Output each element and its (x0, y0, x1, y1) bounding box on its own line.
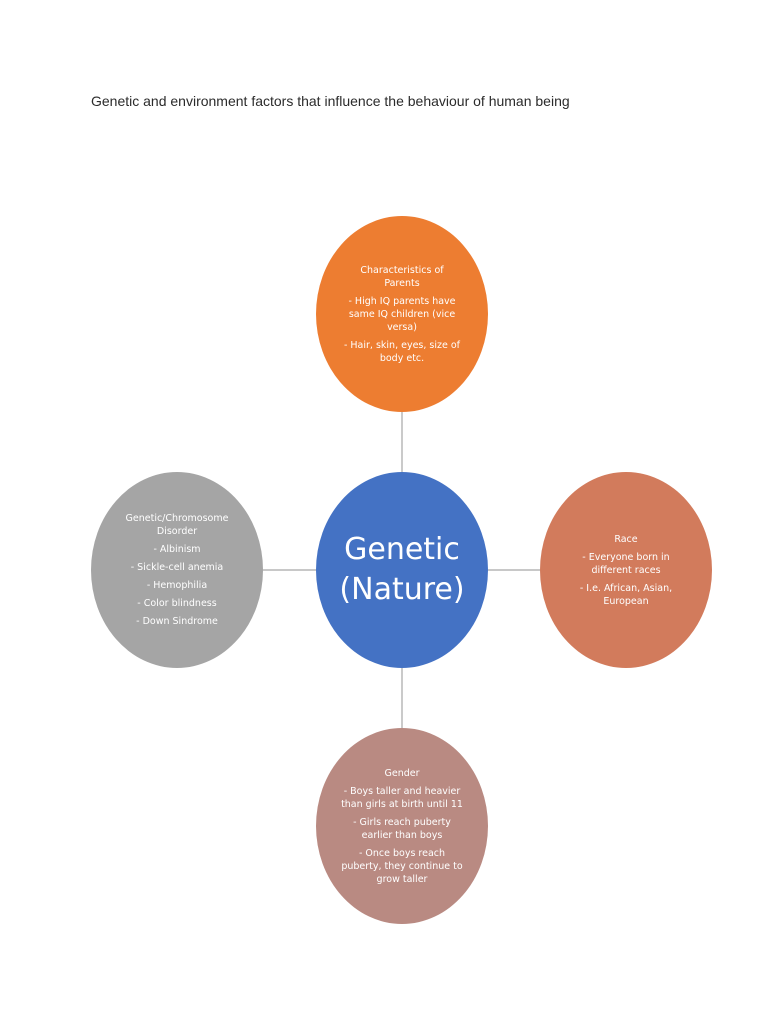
node-item: - Hemophilia (146, 580, 208, 591)
node-gender[interactable]: Gender - Boys taller and heavier than gi… (316, 728, 488, 924)
node-race[interactable]: Race - Everyone born in different races … (540, 472, 712, 668)
node-item: - Down Sindrome (136, 616, 218, 627)
node-item: - I.e. African, Asian, European (579, 582, 673, 607)
node-heading: Genetic/Chromosome Disorder (125, 513, 229, 537)
node-center-genetic-nature[interactable]: Genetic (Nature) (316, 472, 488, 668)
center-label-line2: (Nature) (339, 572, 465, 607)
node-heading: Gender (384, 767, 420, 779)
center-label-line1: Genetic (344, 532, 460, 567)
node-heading: Race (614, 533, 638, 545)
node-item: - Everyone born in different races (582, 551, 670, 576)
node-genetic-chromosome-disorder[interactable]: Genetic/Chromosome Disorder - Albinism -… (91, 472, 263, 668)
node-heading: Characteristics of Parents (360, 264, 444, 289)
node-item: - High IQ parents have same IQ children … (348, 295, 456, 333)
node-item: - Boys taller and heavier than girls at … (341, 785, 463, 810)
node-item: - Sickle-cell anemia (130, 562, 224, 573)
node-item: - Once boys reach puberty, they continue… (341, 847, 463, 885)
node-item: - Hair, skin, eyes, size of body etc. (343, 339, 461, 364)
node-characteristics-of-parents[interactable]: Characteristics of Parents - High IQ par… (316, 216, 488, 412)
node-item: - Girls reach puberty earlier than boys (353, 816, 451, 841)
node-item: - Albinism (153, 544, 201, 555)
node-item: - Color blindness (137, 598, 217, 609)
page-title: Genetic and environment factors that inf… (91, 93, 570, 109)
